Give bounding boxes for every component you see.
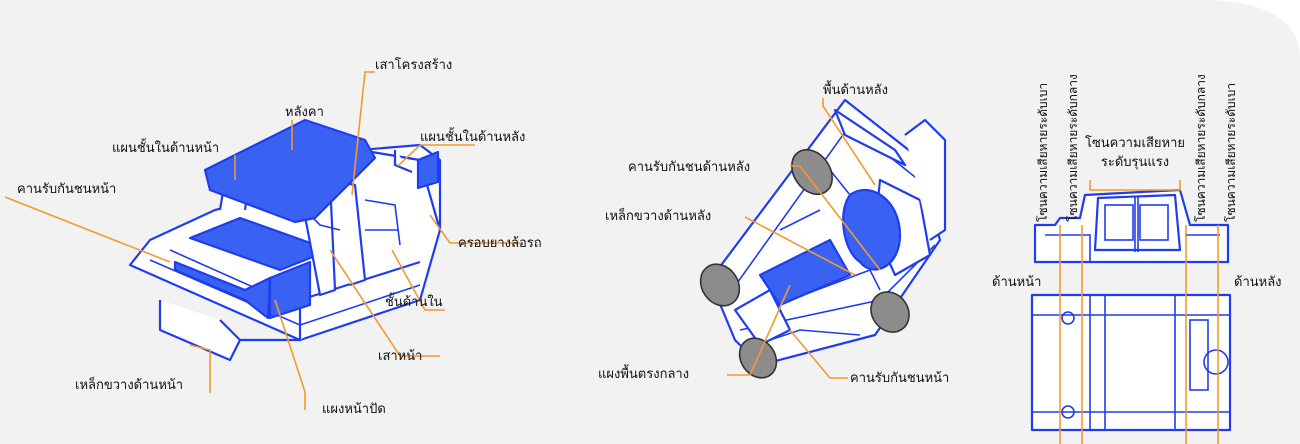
label-front-inner-panel: แผนชั้นในด้านหน้า [112,138,219,156]
label-front-bumper-beam-under: คานรับกันชนหน้า [850,371,949,386]
underbody-leaders [727,98,881,379]
label-zone-mid-rear: โซนความเสียหายระดับกลาง [1194,74,1208,222]
label-zone-light-front: โซนความเสียหายระดับเบา [1036,83,1050,222]
zones-top-view [1030,293,1232,432]
car-body-leaders [4,71,520,410]
label-zone-severe-1: โซนความเสียหาย [1085,135,1185,151]
label-rear-floor: พื้นด้านหลัง [823,80,888,98]
label-rear-inner-panel: แผนชั้นในด้านหลัง [420,127,525,145]
label-firewall: แผงหน้าปัด [322,402,386,417]
label-center-floor: แผงพื้นตรงกลาง [598,364,689,382]
label-pillar: เสาโครงสร้าง [375,57,452,73]
label-front: ด้านหน้า [992,275,1041,290]
label-rear-bumper-beam: คานรับกันชนด้านหลัง [628,160,750,175]
label-zone-severe-2: ระดับรุนแรง [1101,155,1169,170]
label-roof: หลังคา [285,105,324,120]
label-wheel-arch: ครอบยางล้อรถ [458,236,542,251]
label-front-bumper-beam: คานรับกันชนหน้า [17,182,116,197]
label-front-crossmember: เหล็กขวางด้านหน้า [75,375,183,393]
label-rear-crossmember: เหล็กขวางด้านหลัง [605,206,711,224]
label-zone-mid-front: โซนความเสียหายระดับกลาง [1066,74,1080,222]
label-rear: ด้านหลัง [1234,275,1282,290]
label-front-pillar: เสาหน้า [378,349,422,364]
label-inner-layer: ชั้นด้านใน [385,292,443,310]
label-zone-light-rear: โซนความเสียหายระดับเบา [1224,83,1238,222]
zone-boundary-lines [1059,180,1219,444]
